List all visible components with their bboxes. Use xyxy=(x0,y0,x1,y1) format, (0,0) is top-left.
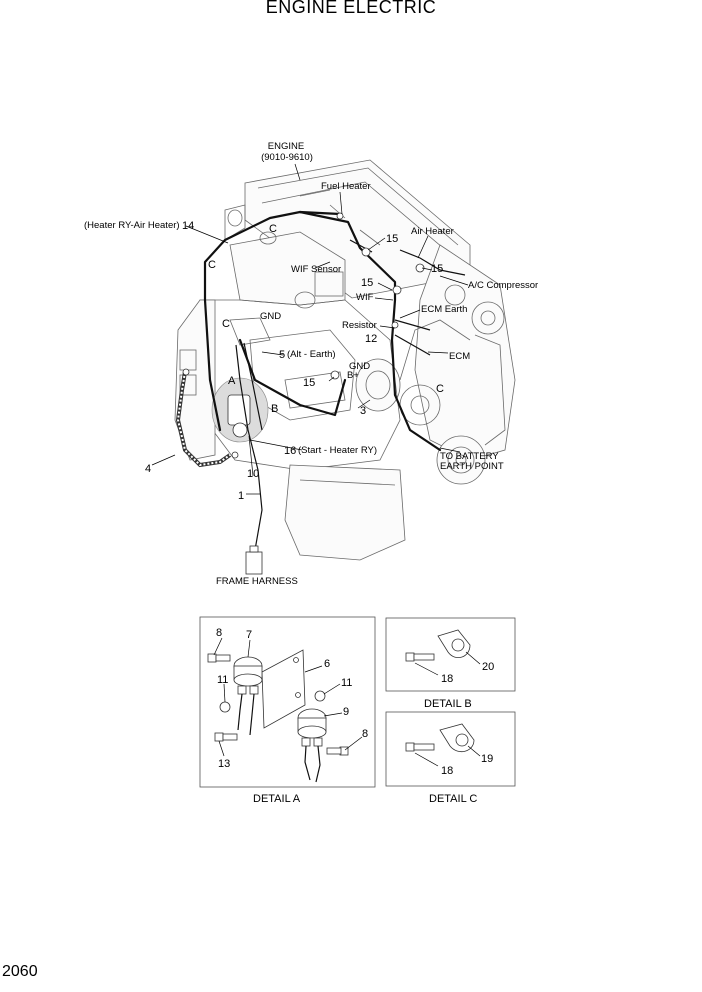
ecm-label: ECM xyxy=(449,351,470,362)
callout-13: 13 xyxy=(218,758,230,770)
gnd-label: GND xyxy=(260,311,281,322)
alt-earth-label: (Alt - Earth) xyxy=(287,349,336,360)
detail-a-caption: DETAIL A xyxy=(253,793,301,805)
callout-8: 8 xyxy=(216,627,222,639)
callout-3: 3 xyxy=(360,405,366,417)
callout-14: 14 xyxy=(182,220,194,232)
air-heater-label: Air Heater xyxy=(411,226,454,237)
engine-outline xyxy=(174,159,516,561)
detail-b-caption: DETAIL B xyxy=(424,698,472,710)
engine-serial-label: (9010-9610) xyxy=(261,152,313,163)
callout-15: 15 xyxy=(386,233,398,245)
callout-18: 18 xyxy=(441,765,453,777)
detail-a-box xyxy=(199,616,376,788)
callout-9: 9 xyxy=(343,706,349,718)
fuel-heater-label: Fuel Heater xyxy=(321,181,371,192)
callout-10: 10 xyxy=(247,468,259,480)
callout-15: 15 xyxy=(303,377,315,389)
callout-7: 7 xyxy=(246,629,252,641)
callout-11: 11 xyxy=(217,674,228,686)
heater-ry-air-heater-label: (Heater RY-Air Heater) xyxy=(84,220,180,231)
callout-15: 15 xyxy=(361,277,373,289)
detail-a: 8 7 6 11 11 9 8 13 xyxy=(199,616,376,788)
detail-c-box xyxy=(385,711,516,787)
callout-c: C xyxy=(208,259,216,271)
callout-16: 16 xyxy=(284,445,296,457)
detail-b: 18 20 xyxy=(385,617,516,692)
callout-4: 4 xyxy=(145,463,151,475)
callout-b: B xyxy=(271,403,278,415)
detail-b-box xyxy=(385,617,516,692)
engine-harness xyxy=(175,210,466,575)
engine-label: ENGINE xyxy=(268,141,304,152)
callout-c: C xyxy=(436,383,444,395)
ac-compressor-label: A/C Compressor xyxy=(468,280,538,291)
detail-c: 18 19 xyxy=(385,711,516,787)
callout-19: 19 xyxy=(481,753,493,765)
leader-lines xyxy=(151,163,469,495)
callout-11: 11 xyxy=(341,677,352,689)
callout-5: 5 xyxy=(279,349,285,361)
wif-sensor-label: WIF Sensor xyxy=(291,264,341,275)
callout-c: C xyxy=(222,318,230,330)
b-plus-label: B+ xyxy=(347,370,359,381)
start-heater-ry-label: (Start - Heater RY) xyxy=(298,445,377,456)
resistor-label: Resistor xyxy=(342,320,377,331)
callout-12: 12 xyxy=(365,333,377,345)
ecm-earth-label: ECM Earth xyxy=(421,304,467,315)
wif-label: WIF xyxy=(356,292,374,303)
page-number: 2060 xyxy=(2,963,38,980)
callout-18: 18 xyxy=(441,673,453,685)
callout-20: 20 xyxy=(482,661,494,673)
callout-a: A xyxy=(228,375,236,387)
page-title: ENGINE ELECTRIC xyxy=(265,0,437,17)
gnd-label: GND xyxy=(349,361,370,372)
callout-15: 15 xyxy=(431,263,443,275)
callout-6: 6 xyxy=(324,658,330,670)
frame-harness-label: FRAME HARNESS xyxy=(216,576,298,587)
detail-c-caption: DETAIL C xyxy=(429,793,477,805)
earth-point-label: EARTH POINT xyxy=(440,461,504,472)
callout-c: C xyxy=(269,223,277,235)
callout-1: 1 xyxy=(238,490,244,502)
callout-8: 8 xyxy=(362,728,368,740)
to-battery-label: TO BATTERY xyxy=(440,451,499,462)
